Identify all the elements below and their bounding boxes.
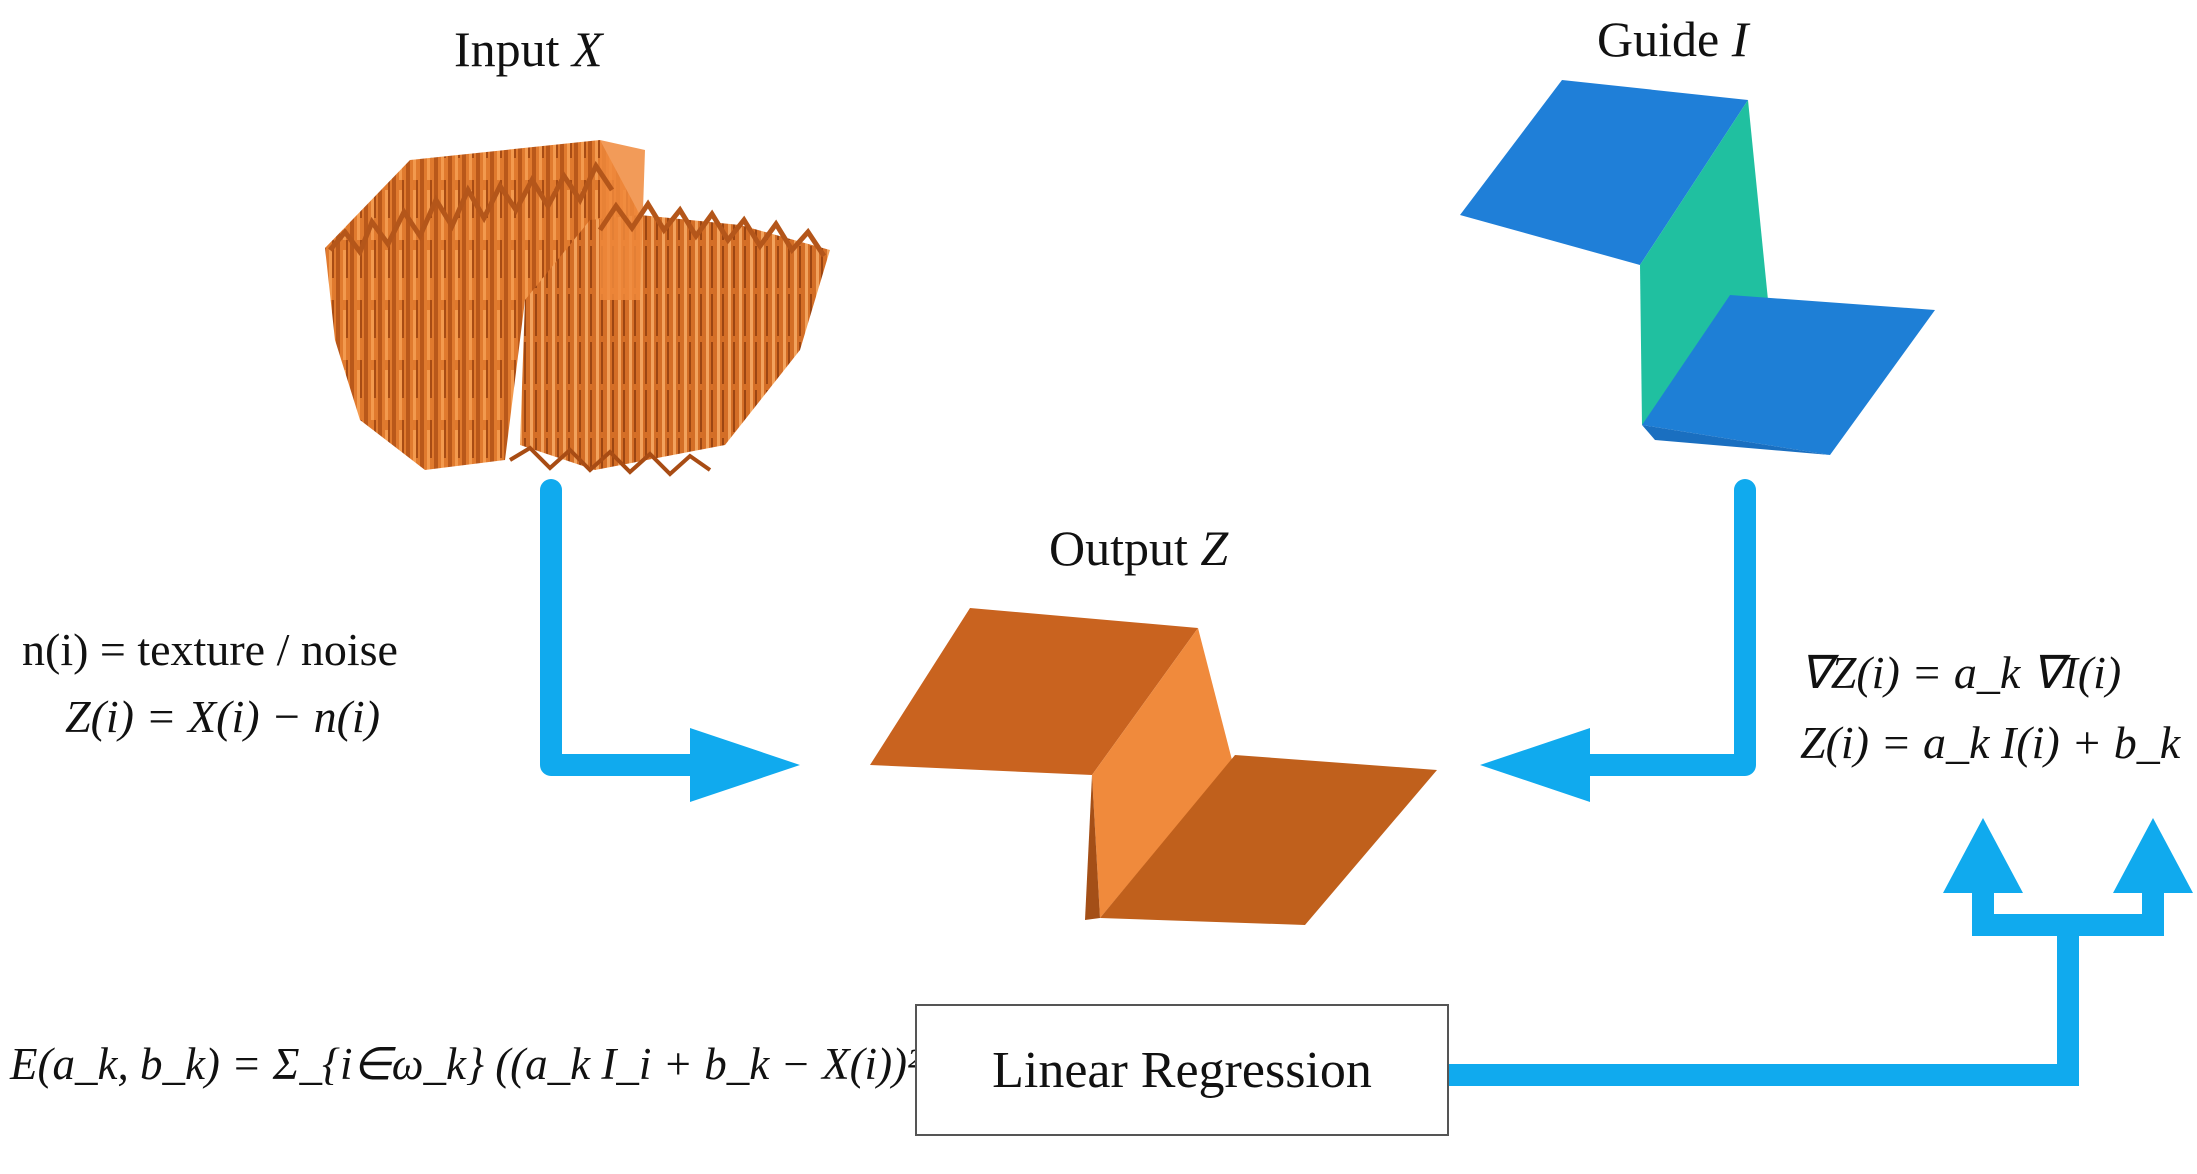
- arrow-regression-to-coefficients: [1445, 818, 2193, 1086]
- input-noisy-surface-icon: [325, 140, 830, 477]
- arrow-input-to-output: [540, 479, 800, 802]
- output-step-surface-icon: [870, 608, 1437, 925]
- noise-equation: n(i) = texture / noise: [22, 624, 398, 675]
- arrow-guide-to-output: [1480, 479, 1756, 802]
- gradient-equation: ∇Z(i) = a_k ∇I(i): [1800, 647, 2122, 698]
- guide-title: Guide I: [1597, 11, 1749, 67]
- z-from-x-equation: Z(i) = X(i) − n(i): [65, 691, 381, 742]
- input-title: Input X: [454, 21, 603, 77]
- output-title: Output Z: [1049, 520, 1229, 576]
- linear-regression-box: Linear Regression: [915, 1004, 1449, 1136]
- guide-step-surface-icon: [1460, 80, 1935, 455]
- z-linear-equation: Z(i) = a_k I(i) + b_k: [1800, 717, 2181, 768]
- energy-equation: E(a_k, b_k) = Σ_{i∈ω_k} ((a_k I_i + b_k …: [10, 1039, 1087, 1089]
- linear-regression-label: Linear Regression: [992, 1041, 1372, 1099]
